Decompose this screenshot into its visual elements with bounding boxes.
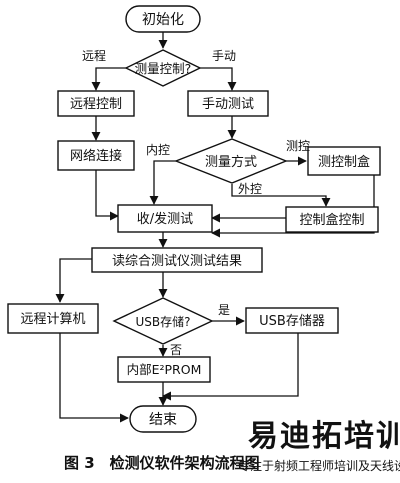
edge-label-external: 外控 <box>238 182 262 196</box>
watermark-slogan: 专注于射频工程师培训及天线设计专家 <box>238 458 400 473</box>
measure-control-label: 测量控制? <box>135 61 192 76</box>
end-label: 结束 <box>149 412 177 428</box>
edge-computer-to-end <box>59 333 129 423</box>
node-remote-computer: 远程计算机 <box>7 303 99 334</box>
edge-measure-return <box>211 175 375 238</box>
node-send-receive-test: 收/发测试 <box>117 204 213 233</box>
watermark: 易迪拓培训 专注于射频工程师培训及天线设计专家 <box>238 419 400 473</box>
send-receive-label: 收/发测试 <box>137 211 193 227</box>
edge-label-no: 否 <box>170 343 182 357</box>
watermark-brand: 易迪拓培训 <box>248 419 400 454</box>
edge-label-manual: 手动 <box>212 49 236 63</box>
node-control-box-control: 控制盒控制 <box>285 206 379 233</box>
edge-storage-to-end <box>162 333 299 401</box>
network-connect-label: 网络连接 <box>70 148 122 164</box>
edge-label-yes: 是 <box>218 303 230 317</box>
node-internal-eprom: 内部E²PROM <box>117 356 211 383</box>
edge-label-internal: 内控 <box>146 143 170 157</box>
node-manual-test: 手动测试 <box>187 90 269 117</box>
remote-control-label: 远程控制 <box>70 97 122 112</box>
edge-manual <box>200 67 237 91</box>
node-network-connect: 网络连接 <box>57 140 135 171</box>
manual-test-label: 手动测试 <box>202 97 254 112</box>
edge-external <box>231 184 331 207</box>
control-box-measure-label: 测控制盒 <box>318 154 370 170</box>
connectors <box>55 32 375 423</box>
remote-computer-label: 远程计算机 <box>20 312 85 327</box>
node-remote-control: 远程控制 <box>57 90 135 117</box>
edge-internal <box>149 160 176 205</box>
init-label: 初始化 <box>142 11 184 28</box>
node-end: 结束 <box>129 405 197 433</box>
decision-usb-store: USB存储? <box>112 297 214 345</box>
figure-caption: 图 3 检测仪软件架构流程图 <box>64 454 260 472</box>
node-read-results: 读综合测试仪测试结果 <box>91 247 263 273</box>
node-init: 初始化 <box>125 5 201 33</box>
usb-store-label: USB存储? <box>135 314 190 329</box>
node-control-box-measure: 测控制盒 <box>307 146 381 176</box>
edge-label-remote: 远程 <box>82 48 106 63</box>
read-results-label: 读综合测试仪测试结果 <box>112 254 242 269</box>
decision-measure-control: 测量控制? <box>124 49 202 87</box>
control-box-control-label: 控制盒控制 <box>299 212 364 228</box>
edge-read-to-computer <box>55 258 92 303</box>
edge-remote <box>91 67 126 91</box>
usb-storage-label: USB存储器 <box>259 314 325 329</box>
edge-labels: 远程 手动 内控 测控 外控 是 否 <box>82 48 310 357</box>
decision-measure-mode: 测量方式 <box>174 138 288 184</box>
measure-mode-label: 测量方式 <box>205 154 257 170</box>
edge-network-to-test <box>95 170 119 221</box>
node-usb-storage: USB存储器 <box>245 307 339 334</box>
edge-label-measure-ctrl: 测控 <box>286 139 310 153</box>
internal-eprom-label: 内部E²PROM <box>127 362 202 377</box>
